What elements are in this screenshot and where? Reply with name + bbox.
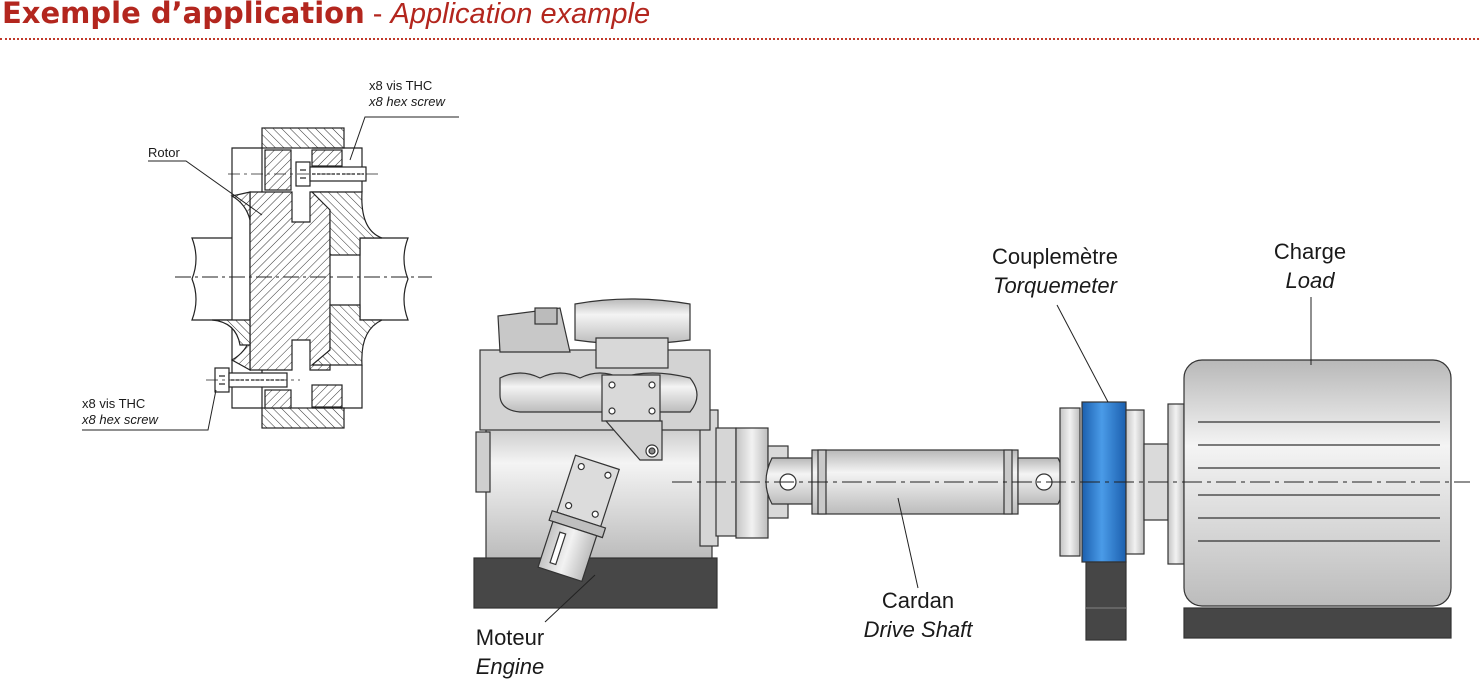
driveshaft-leader — [897, 497, 919, 589]
title-french: Exemple d’application — [2, 0, 365, 30]
load-label-fr: Charge — [1273, 239, 1347, 264]
engine-output-flange — [735, 427, 769, 539]
torquemeter-label-fr: Couplemètre — [992, 244, 1118, 269]
load-base — [1183, 607, 1452, 639]
torquemeter-label: Couplemètre Torquemeter — [980, 242, 1130, 300]
torquemeter-support — [1085, 561, 1127, 641]
screw-top-leader — [349, 116, 459, 161]
title-english: Application example — [390, 0, 651, 30]
engine-starter — [537, 454, 620, 583]
page-title: Exemple d’application - Application exam… — [2, 0, 650, 31]
engine-base — [473, 557, 718, 609]
screw-top-label-fr: x8 vis THC — [369, 78, 433, 93]
rotor-leader — [148, 160, 263, 216]
load-label-en: Load — [1285, 268, 1335, 293]
engine-leader — [544, 574, 596, 623]
bottom-flange-block — [261, 407, 345, 429]
load-motor — [1183, 359, 1452, 607]
rotor-label: Rotor — [148, 145, 180, 160]
rotor-body — [249, 191, 331, 371]
torquemeter-label-en: Torquemeter — [993, 273, 1117, 298]
engine-label: Moteur Engine — [455, 623, 565, 681]
torquemeter-leader — [1056, 304, 1109, 403]
load-label: Charge Load — [1250, 237, 1370, 295]
rotor-cross-section — [82, 116, 459, 431]
screw-bottom-label-fr: x8 vis THC — [82, 396, 146, 411]
screw-bottom-label-en: x8 hex screw — [82, 412, 158, 427]
title-underline — [0, 38, 1479, 40]
driveshaft-label-fr: Cardan — [881, 588, 955, 613]
title-separator: - — [364, 0, 391, 30]
screw-top-label-en: x8 hex screw — [369, 94, 445, 109]
right-shaft — [359, 237, 409, 321]
top-flange-block — [261, 127, 345, 149]
screw-bottom-leader — [82, 389, 217, 431]
driveshaft-label: Cardan Drive Shaft — [848, 586, 988, 644]
screw-top-label: x8 vis THC x8 hex screw — [369, 78, 445, 110]
right-curve-bottom — [310, 304, 383, 366]
screw-bottom-label: x8 vis THC x8 hex screw — [82, 396, 158, 428]
driveshaft-label-en: Drive Shaft — [863, 617, 973, 642]
assembly — [473, 297, 1470, 641]
right-curve-top — [310, 191, 383, 256]
engine-label-en: Engine — [475, 654, 545, 679]
engine-label-fr: Moteur — [475, 625, 545, 650]
